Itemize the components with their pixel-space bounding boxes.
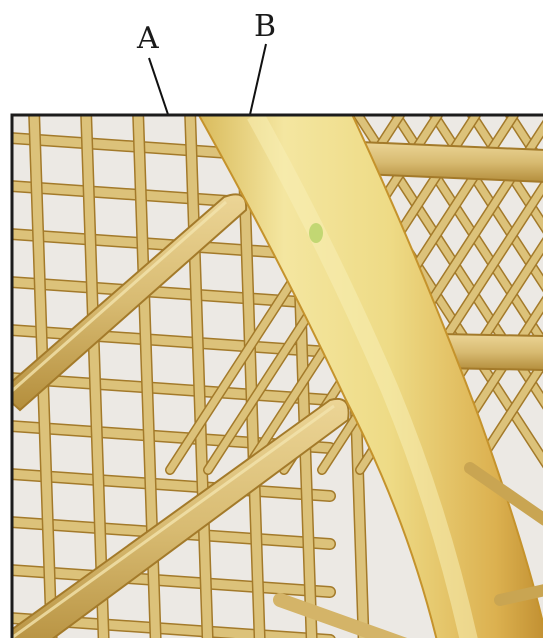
stem-green-speck <box>309 223 323 243</box>
label-b: B <box>254 9 276 44</box>
illustration-frame <box>0 110 543 638</box>
label-a: A <box>136 21 159 56</box>
